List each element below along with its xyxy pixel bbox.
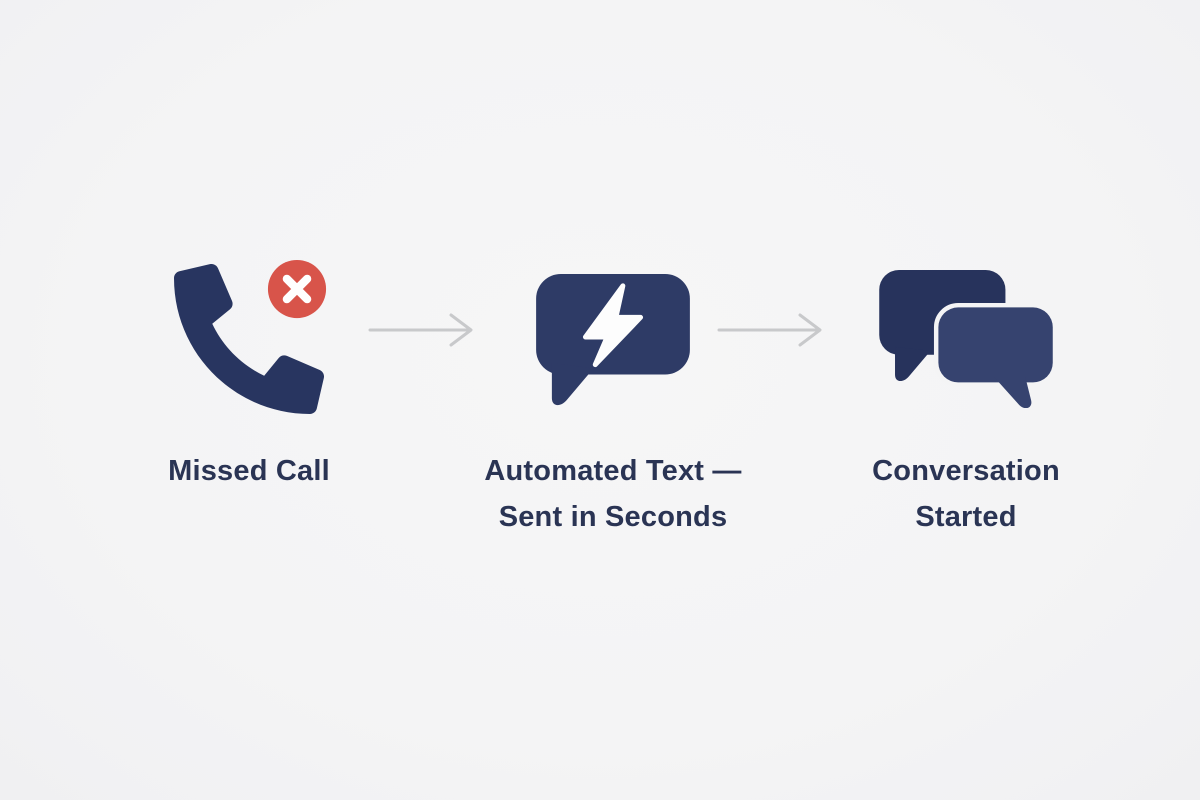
arrow-right-icon <box>368 312 478 348</box>
step-label-missed-call: Missed Call <box>168 448 330 494</box>
arrow-right-icon <box>717 312 827 348</box>
step-label-conversation-started: Conversation Started <box>872 448 1060 540</box>
label-line: Started <box>915 501 1017 533</box>
conversation-icon-group <box>877 248 1055 410</box>
step-missed-call: Missed Call <box>124 248 374 494</box>
label-line: Automated Text — <box>484 455 742 487</box>
bolt-speech-bubble-icon <box>536 273 690 406</box>
phone-handset-icon <box>174 264 324 414</box>
step-automated-text: Automated Text — Sent in Seconds <box>458 248 768 540</box>
step-label-automated-text: Automated Text — Sent in Seconds <box>484 448 741 540</box>
label-line: Conversation <box>872 455 1060 487</box>
label-line: Missed Call <box>168 455 330 487</box>
phone-badge-cluster <box>174 259 327 414</box>
missed-call-icon-group <box>174 248 327 414</box>
automated-text-icon-group <box>534 248 692 410</box>
chat-bubbles-icon <box>879 269 1055 408</box>
missed-x-badge-icon <box>267 259 327 319</box>
step-conversation-started: Conversation Started <box>841 248 1091 540</box>
label-line: Sent in Seconds <box>498 501 728 533</box>
